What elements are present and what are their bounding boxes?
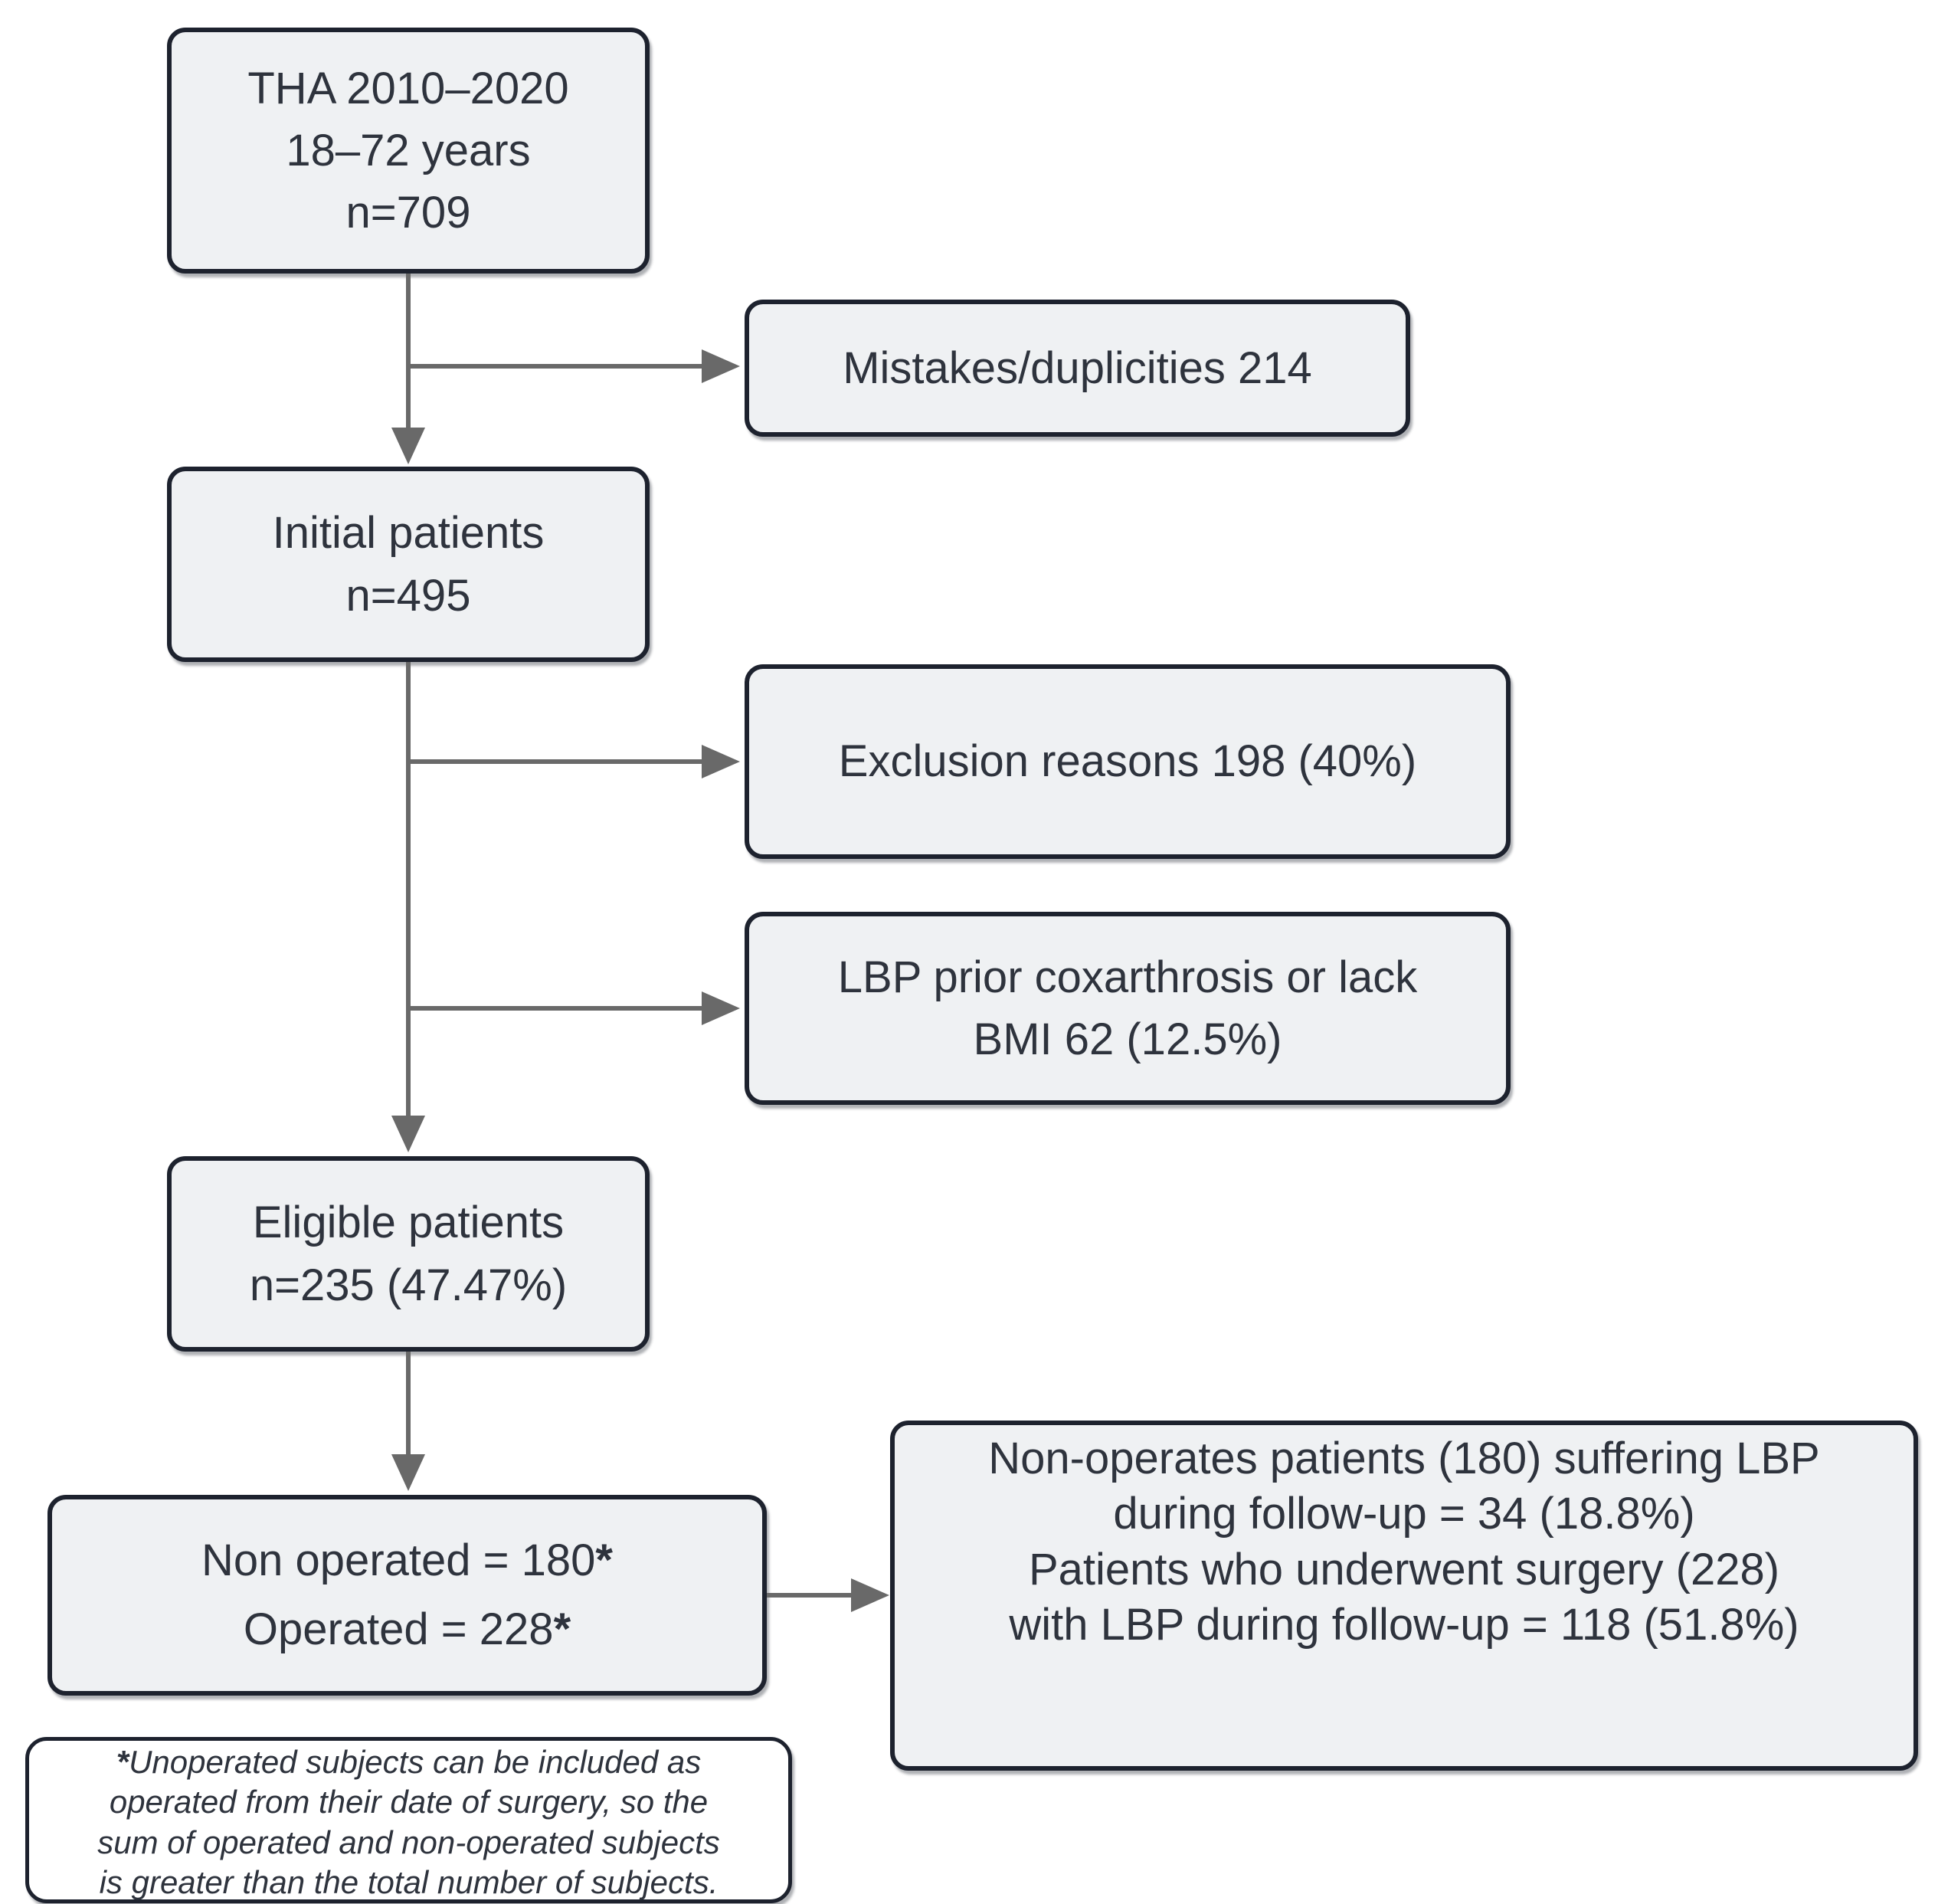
connector-tha-to-initial	[406, 274, 411, 429]
arrowhead-right-exclusion-icon	[702, 745, 740, 778]
operated-line-2-text: Operated = 228	[243, 1604, 554, 1654]
operated-line-1-text: Non operated = 180	[201, 1535, 596, 1586]
arrowhead-down-operated-icon	[391, 1454, 425, 1491]
arrowhead-down-eligible-icon	[391, 1116, 425, 1152]
tha-line-1: THA 2010–2020	[247, 63, 569, 113]
arrowhead-right-lbp-icon	[702, 991, 740, 1025]
flow-box-eligible-patients: Eligible patients n=235 (47.47%)	[167, 1156, 650, 1352]
footnote-line-2: operated from their date of surgery, so …	[109, 1784, 709, 1820]
flow-box-lbp-prior-coxarthrosis: LBP prior coxarthrosis or lack BMI 62 (1…	[745, 912, 1511, 1105]
flow-box-initial-patients: Initial patients n=495	[167, 467, 650, 662]
flow-box-operated-split: Non operated = 180* Operated = 228*	[47, 1495, 767, 1696]
operated-line-1: Non operated = 180*	[201, 1526, 613, 1595]
eligible-line-2: n=235 (47.47%)	[249, 1260, 568, 1310]
flow-box-mistakes-duplicities: Mistakes/duplicities 214	[745, 300, 1410, 437]
flow-box-tha-cohort: THA 2010–2020 18–72 years n=709	[167, 28, 650, 274]
lbp-line-1: LBP prior coxarthrosis or lack	[837, 952, 1418, 1002]
eligible-line-1: Eligible patients	[252, 1198, 565, 1248]
flow-box-exclusion-reasons: Exclusion reasons 198 (40%)	[745, 664, 1511, 859]
tha-line-2: 18–72 years	[286, 125, 531, 175]
footnote-asterisk: *	[116, 1744, 129, 1781]
connector-initial-to-eligible	[406, 662, 411, 1116]
arrowhead-right-mistakes-icon	[702, 349, 740, 383]
mistakes-line-1: Mistakes/duplicities 214	[843, 342, 1312, 393]
footnote-line-3: sum of operated and non-operated subject…	[97, 1824, 720, 1860]
connector-eligible-to-operated	[406, 1352, 411, 1454]
initial-line-1: Initial patients	[272, 508, 545, 559]
operated-line-2: Operated = 228*	[244, 1595, 571, 1664]
footnote-box: *Unoperated subjects can be included as …	[25, 1737, 792, 1903]
outcome-line-2: during follow-up = 34 (18.8%)	[1113, 1489, 1695, 1539]
flow-box-followup-outcomes: Non-operates patients (180) suffering LB…	[890, 1421, 1918, 1771]
connector-branch-mistakes	[408, 364, 702, 369]
footnote-line-1: *Unoperated subjects can be included as	[116, 1742, 702, 1782]
tha-line-3: n=709	[345, 188, 471, 238]
lbp-line-2: BMI 62 (12.5%)	[973, 1014, 1282, 1064]
footnote-line-4: is greater than the total number of subj…	[99, 1863, 719, 1900]
connector-branch-lbp	[408, 1006, 702, 1011]
operated-line-2-asterisk: *	[553, 1604, 571, 1654]
exclusion-line-1: Exclusion reasons 198 (40%)	[838, 736, 1417, 787]
outcome-line-1: Non-operates patients (180) suffering LB…	[988, 1433, 1820, 1483]
connector-branch-exclusion	[408, 759, 702, 764]
arrowhead-right-outcome-icon	[851, 1578, 889, 1612]
arrowhead-down-initial-icon	[391, 428, 425, 464]
footnote-line-1-text: Unoperated subjects can be included as	[129, 1744, 702, 1781]
initial-line-2: n=495	[345, 570, 471, 621]
operated-line-1-asterisk: *	[595, 1535, 613, 1586]
outcome-line-3: Patients who underwent surgery (228)	[1028, 1544, 1780, 1594]
connector-operated-to-outcome	[767, 1593, 851, 1598]
outcome-line-4: with LBP during follow-up = 118 (51.8%)	[1009, 1600, 1799, 1650]
